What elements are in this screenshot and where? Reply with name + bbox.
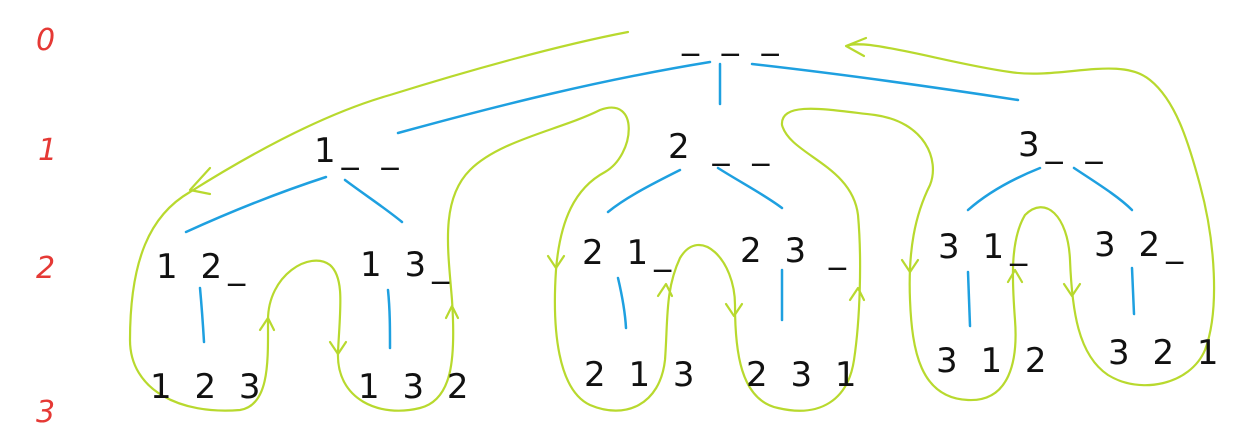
- arrowhead-down-231: [724, 302, 744, 318]
- node-12: 1 2_: [156, 247, 251, 287]
- traversal-path: [128, 30, 1216, 412]
- node-21: 2 1_: [582, 233, 677, 273]
- node-23: 2 3 _: [740, 231, 852, 271]
- node-123: 1 2 3: [150, 367, 267, 407]
- edge-13-132: [386, 288, 392, 350]
- arrowhead-down-31: [900, 258, 920, 274]
- edge-21-213: [616, 276, 628, 330]
- node-321: 3 2 1: [1108, 333, 1225, 373]
- node-312: 3 1 2: [936, 341, 1053, 381]
- arrowhead-down-21: [546, 254, 566, 270]
- node-31: 3 1_: [938, 227, 1033, 267]
- arrowhead-down-132: [328, 340, 348, 356]
- edge-2-21: [606, 168, 682, 214]
- edge-31-312: [966, 270, 972, 328]
- edge-3-31: [966, 166, 1042, 212]
- arrowhead-left-down: [188, 166, 212, 196]
- node-132: 1 3 2: [358, 367, 475, 407]
- edge-1-12: [184, 175, 328, 234]
- node-213: 2 1 3: [584, 355, 701, 395]
- level-0-label: 0: [36, 23, 55, 58]
- edge-root-1: [396, 60, 712, 135]
- edge-1-13: [343, 178, 404, 224]
- node-13: 1 3_: [360, 245, 455, 285]
- node-3: 3_ _: [1018, 125, 1108, 165]
- node-1: 1_ _: [314, 131, 404, 171]
- arrowhead-up-12-13: [258, 316, 276, 332]
- node-root: _ _ _: [681, 17, 785, 57]
- arrowhead-return-root: [844, 36, 868, 58]
- node-2: 2 _ _: [668, 127, 775, 167]
- node-32: 3 2_: [1094, 225, 1189, 265]
- arrowhead-up-13: [444, 304, 460, 320]
- tree-nodes: _ _ _ 1_ _ 2 _ _ 3_ _ 1 2_ 1 3_ 2 1_ 2 3…: [150, 17, 1225, 407]
- traversal-curve: [128, 30, 1216, 412]
- arrowhead-up-2-end: [848, 286, 866, 302]
- edge-12-123: [198, 286, 206, 344]
- arrowhead-up-23: [656, 282, 674, 298]
- edge-3-32: [1072, 166, 1134, 212]
- node-231: 2 3 1: [746, 355, 863, 395]
- tree-edges: [184, 60, 1136, 350]
- edge-2-23: [716, 166, 784, 210]
- level-1-label: 1: [38, 133, 57, 168]
- level-2-label: 2: [36, 251, 55, 286]
- arrowhead-down-321: [1062, 282, 1082, 298]
- level-3-label: 3: [36, 395, 55, 430]
- arrowhead-up-32: [1006, 268, 1024, 284]
- edge-32-321: [1130, 266, 1136, 316]
- edge-root-3: [750, 62, 1020, 102]
